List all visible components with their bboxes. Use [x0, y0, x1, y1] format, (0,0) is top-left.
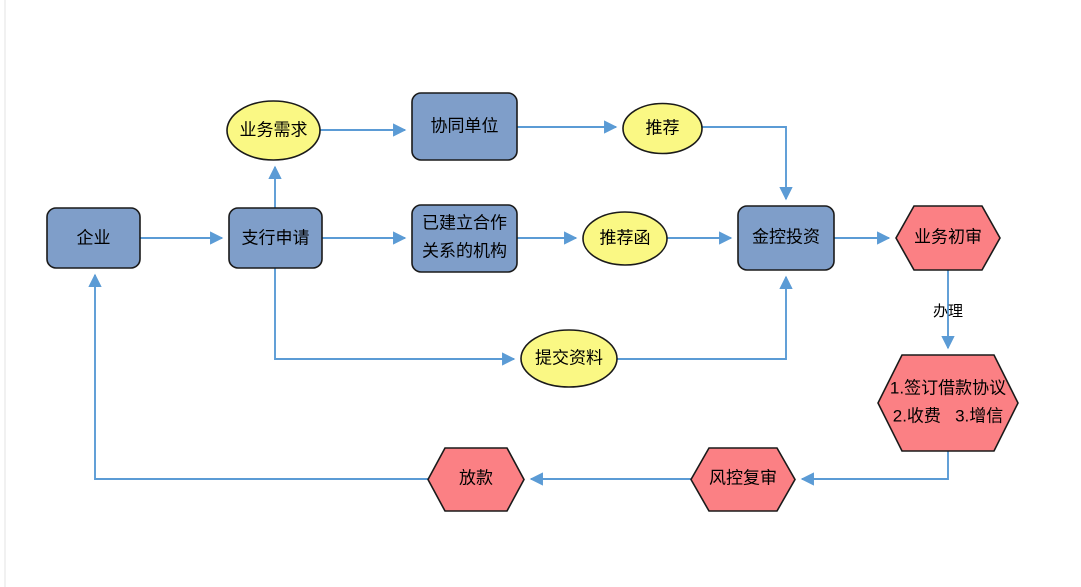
node-fengkong-fushen-shape	[690, 447, 796, 512]
node-tuijianhan-label: 推荐函	[600, 228, 651, 247]
node-tijiao-ziliao[interactable]: 提交资料	[520, 329, 618, 388]
edge-fangkuan-to-qiye	[88, 273, 428, 480]
node-fangkuan[interactable]: 放款	[427, 447, 525, 512]
node-qiye-shape	[46, 207, 141, 269]
node-xietong-danwei-shape	[411, 92, 518, 161]
node-zhihang-shenqing[interactable]: 支行申请	[228, 207, 323, 269]
edge-qianyue-shouxu-to-fengkong-fushen	[800, 451, 949, 486]
node-yijianli-hezuo-label-line2: 关系的机构	[422, 241, 507, 260]
node-fangkuan-label: 放款	[459, 468, 493, 487]
node-tijiao-ziliao-label: 提交资料	[535, 348, 603, 367]
node-tuijianhan-shape	[582, 211, 668, 266]
node-yewu-xuqiu-shape	[226, 100, 321, 161]
node-jinkong-touzi-shape	[737, 205, 835, 271]
node-qianyue-shouxu[interactable]: 1.签订借款协议 2.收费 3.增信	[877, 354, 1019, 452]
connectors	[88, 120, 955, 486]
node-zhihang-shenqing-label: 支行申请	[242, 228, 310, 247]
edge-zhihang-shenqing-to-tijiao-ziliao	[274, 268, 516, 366]
node-qiye-label: 企业	[77, 228, 111, 247]
node-fengkong-fushen[interactable]: 风控复审	[690, 447, 796, 512]
node-tuijian-shape	[622, 102, 703, 155]
edge-tuijian-to-jinkong-touzi	[702, 126, 793, 201]
node-yewu-xuqiu-label: 业务需求	[240, 120, 308, 139]
node-yewu-chushen-label: 业务初审	[914, 227, 982, 246]
node-tuijian[interactable]: 推荐	[622, 102, 703, 155]
edge-label-banli: 办理	[933, 303, 963, 320]
node-tuijian-label: 推荐	[646, 118, 680, 137]
node-yewu-chushen[interactable]: 业务初审	[895, 205, 1001, 271]
node-jinkong-touzi-label: 金控投资	[752, 227, 820, 246]
node-tuijianhan[interactable]: 推荐函	[582, 211, 668, 266]
node-xietong-danwei[interactable]: 协同单位	[411, 92, 518, 161]
node-zhihang-shenqing-shape	[228, 207, 323, 269]
node-yewu-xuqiu[interactable]: 业务需求	[226, 100, 321, 161]
node-jinkong-touzi[interactable]: 金控投资	[737, 205, 835, 271]
node-xietong-danwei-label: 协同单位	[431, 116, 499, 135]
node-qianyue-shouxu-label-line1: 1.签订借款协议	[890, 378, 1006, 397]
node-yijianli-hezuo-shape	[411, 204, 518, 273]
node-tijiao-ziliao-shape	[520, 329, 618, 388]
node-qianyue-shouxu-shape	[877, 354, 1019, 452]
node-yijianli-hezuo[interactable]: 已建立合作 关系的机构	[411, 204, 518, 273]
node-qiye[interactable]: 企业	[46, 207, 141, 269]
node-qianyue-shouxu-label-line2: 2.收费 3.增信	[893, 406, 1004, 425]
node-yewu-chushen-shape	[895, 205, 1001, 271]
node-fangkuan-shape	[427, 447, 525, 512]
node-fengkong-fushen-label: 风控复审	[709, 468, 777, 487]
node-yijianli-hezuo-label-line1: 已建立合作	[422, 213, 507, 232]
edge-tijiao-ziliao-to-jinkong-touzi	[617, 275, 793, 360]
